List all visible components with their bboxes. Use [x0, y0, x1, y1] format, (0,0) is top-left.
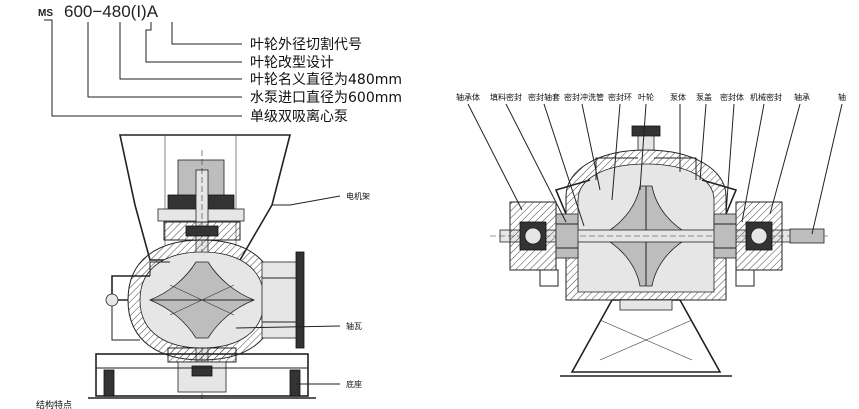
label-packing-seal: 填料密封 [490, 92, 522, 102]
model-prefix: MS [38, 8, 53, 19]
label-motor-frame: 电机架 [346, 191, 370, 201]
legend-cut-code: 叶轮外径切割代号 [250, 36, 362, 53]
legend-pump-type: 单级双吸离心泵 [250, 108, 348, 125]
label-base: 底座 [346, 379, 362, 389]
legend-inlet-diameter: 水泵进口直径为600mm [250, 89, 402, 106]
label-seal-body: 密封体 [720, 92, 744, 102]
vertical-pump-drawing: 电机架 轴瓦 底座 [88, 134, 370, 400]
label-impeller: 叶轮 [638, 92, 654, 102]
label-seal-flush-pipe: 密封冲洗管 [564, 92, 604, 102]
label-mechanical-seal: 机械密封 [750, 92, 782, 102]
label-pump-body: 泵体 [670, 92, 686, 102]
designation-leaders [44, 19, 242, 117]
label-shaft: 轴 [838, 92, 846, 102]
horizontal-callout-labels: 轴承体 填料密封 密封轴套 密封冲洗管 密封环 叶轮 泵体 泵盖 密封体 机械密… [456, 92, 846, 102]
pump-base [95, 353, 309, 397]
label-bearing-bush: 轴瓦 [346, 321, 362, 331]
label-seal-sleeve: 密封轴套 [528, 92, 560, 102]
label-bearing-body: 轴承体 [456, 92, 480, 102]
footer-structure-features: 结构特点 [36, 399, 72, 409]
label-pump-cover: 泵盖 [696, 92, 712, 102]
horizontal-pump-drawing: 轴承体 填料密封 密封轴套 密封冲洗管 密封环 叶轮 泵体 泵盖 密封体 机械密… [456, 92, 846, 377]
horizontal-callout-leaders [467, 103, 843, 235]
support-pedestal [570, 299, 722, 373]
label-bearing: 轴承 [794, 92, 810, 102]
legend-impeller-diameter: 叶轮名义直径为480mm [250, 71, 402, 88]
label-seal-ring: 密封环 [608, 92, 632, 102]
legend-redesign: 叶轮改型设计 [250, 55, 334, 71]
model-code: 600−480(I)A [64, 2, 159, 21]
model-designation: MS 600−480(I)A 叶轮外径切割代号 叶轮改型设计 叶轮名义直径为48… [38, 2, 402, 125]
